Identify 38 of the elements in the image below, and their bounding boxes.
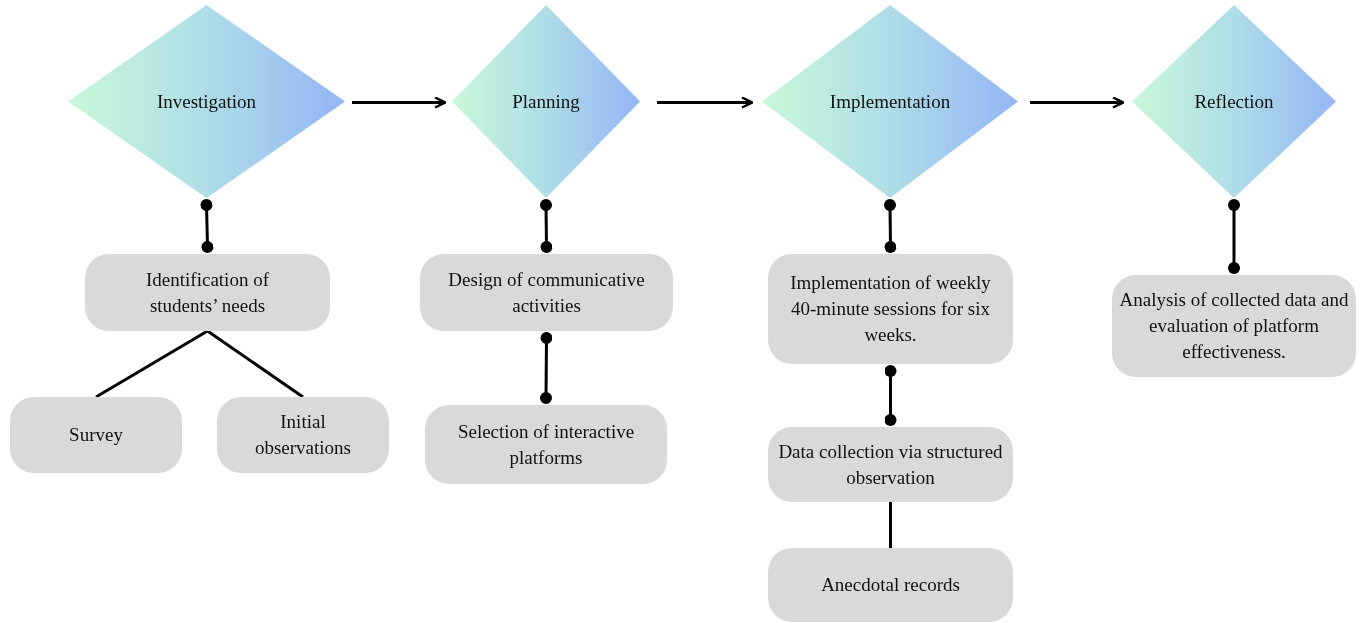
connector-line xyxy=(889,502,892,548)
dot-connector xyxy=(540,332,553,404)
dot-connector xyxy=(884,199,897,253)
arrow xyxy=(1030,96,1125,109)
step-label: Selection of interactive platforms xyxy=(456,419,636,470)
phase-diamond xyxy=(762,5,1018,198)
arrow xyxy=(657,96,754,109)
phase-diamond xyxy=(452,5,640,198)
dot-connector xyxy=(200,199,214,253)
phase-label: Reflection xyxy=(1194,89,1274,114)
phase-label: Implementation xyxy=(829,89,951,114)
step-label: Survey xyxy=(69,423,123,447)
step-label: Initial observations xyxy=(253,410,352,460)
step-label: Anecdotal records xyxy=(821,573,960,597)
step-box xyxy=(768,548,1013,622)
step-label: Identification of students’ needs xyxy=(145,267,270,318)
step-label: Analysis of collected data and evaluation of platform effectiveness. xyxy=(1118,288,1350,364)
step-box xyxy=(425,405,667,484)
step-label: Design of communicative activities xyxy=(447,267,646,318)
step-label: Implementation of weekly 40-minute sessions for six weeks. xyxy=(789,271,992,347)
step-label: Data collection via structured observation xyxy=(777,439,1004,490)
dot-connector xyxy=(540,199,553,253)
arrow xyxy=(352,96,447,109)
dot-connector xyxy=(1228,199,1240,274)
step-box xyxy=(768,427,1013,502)
connector-line xyxy=(95,329,209,399)
step-box xyxy=(217,397,389,473)
connector-line xyxy=(206,329,304,399)
phase-label: Investigation xyxy=(156,89,257,114)
phase-label: Planning xyxy=(512,89,580,114)
step-box xyxy=(10,397,182,473)
step-box xyxy=(768,254,1013,364)
step-box xyxy=(85,254,330,331)
dot-connector xyxy=(884,365,897,426)
phase-diamond xyxy=(68,5,345,198)
step-box xyxy=(1112,275,1356,377)
step-box xyxy=(420,254,673,331)
phase-diamond xyxy=(1132,5,1336,198)
